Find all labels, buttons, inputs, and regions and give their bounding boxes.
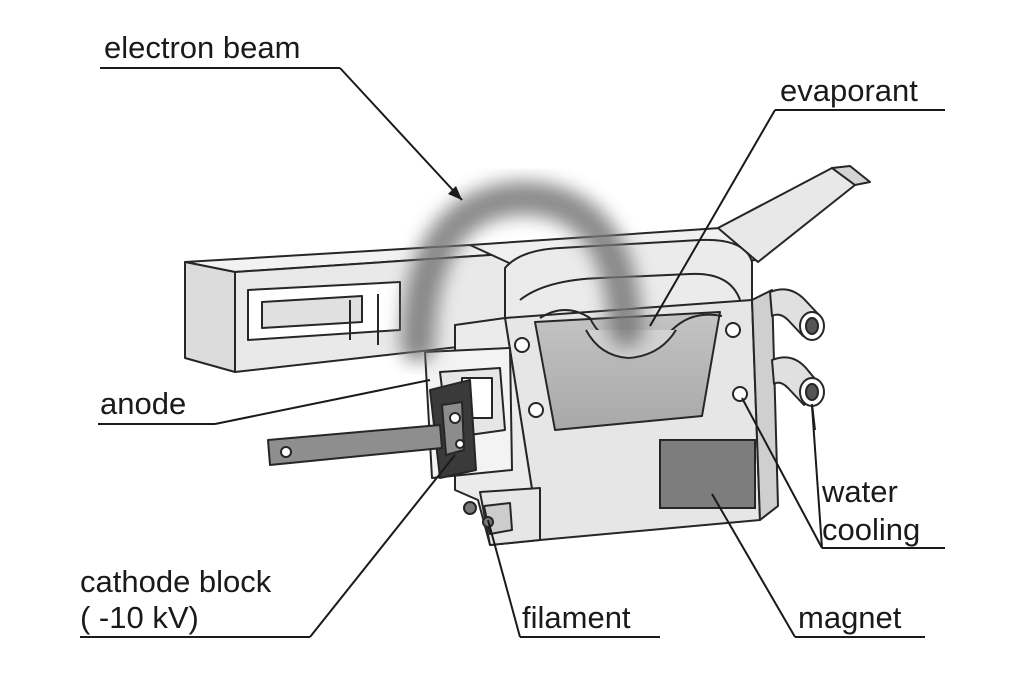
label-evaporant: evaporant: [780, 73, 918, 108]
label-cooling: cooling: [822, 512, 920, 547]
crucible: [534, 309, 723, 431]
label-cathode-block: cathode block: [80, 564, 272, 599]
electron-beam-arc: [401, 180, 643, 362]
label-cathode-voltage: ( -10 kV): [80, 600, 199, 635]
label-magnet: magnet: [798, 600, 902, 635]
labels: electron beam evaporant anode water cool…: [80, 30, 920, 635]
right-arm: [717, 165, 871, 263]
water-cooling-pipes: [769, 288, 825, 431]
label-electron-beam: electron beam: [104, 30, 300, 65]
screw-holes: [514, 322, 748, 418]
label-filament: filament: [522, 600, 631, 635]
cathode-rod: [267, 424, 443, 466]
magnet-block: [659, 439, 756, 509]
label-anode: anode: [100, 386, 186, 421]
beam-guide-bar: [184, 244, 521, 373]
label-water: water: [821, 474, 898, 509]
leader-lines: [80, 67, 945, 638]
